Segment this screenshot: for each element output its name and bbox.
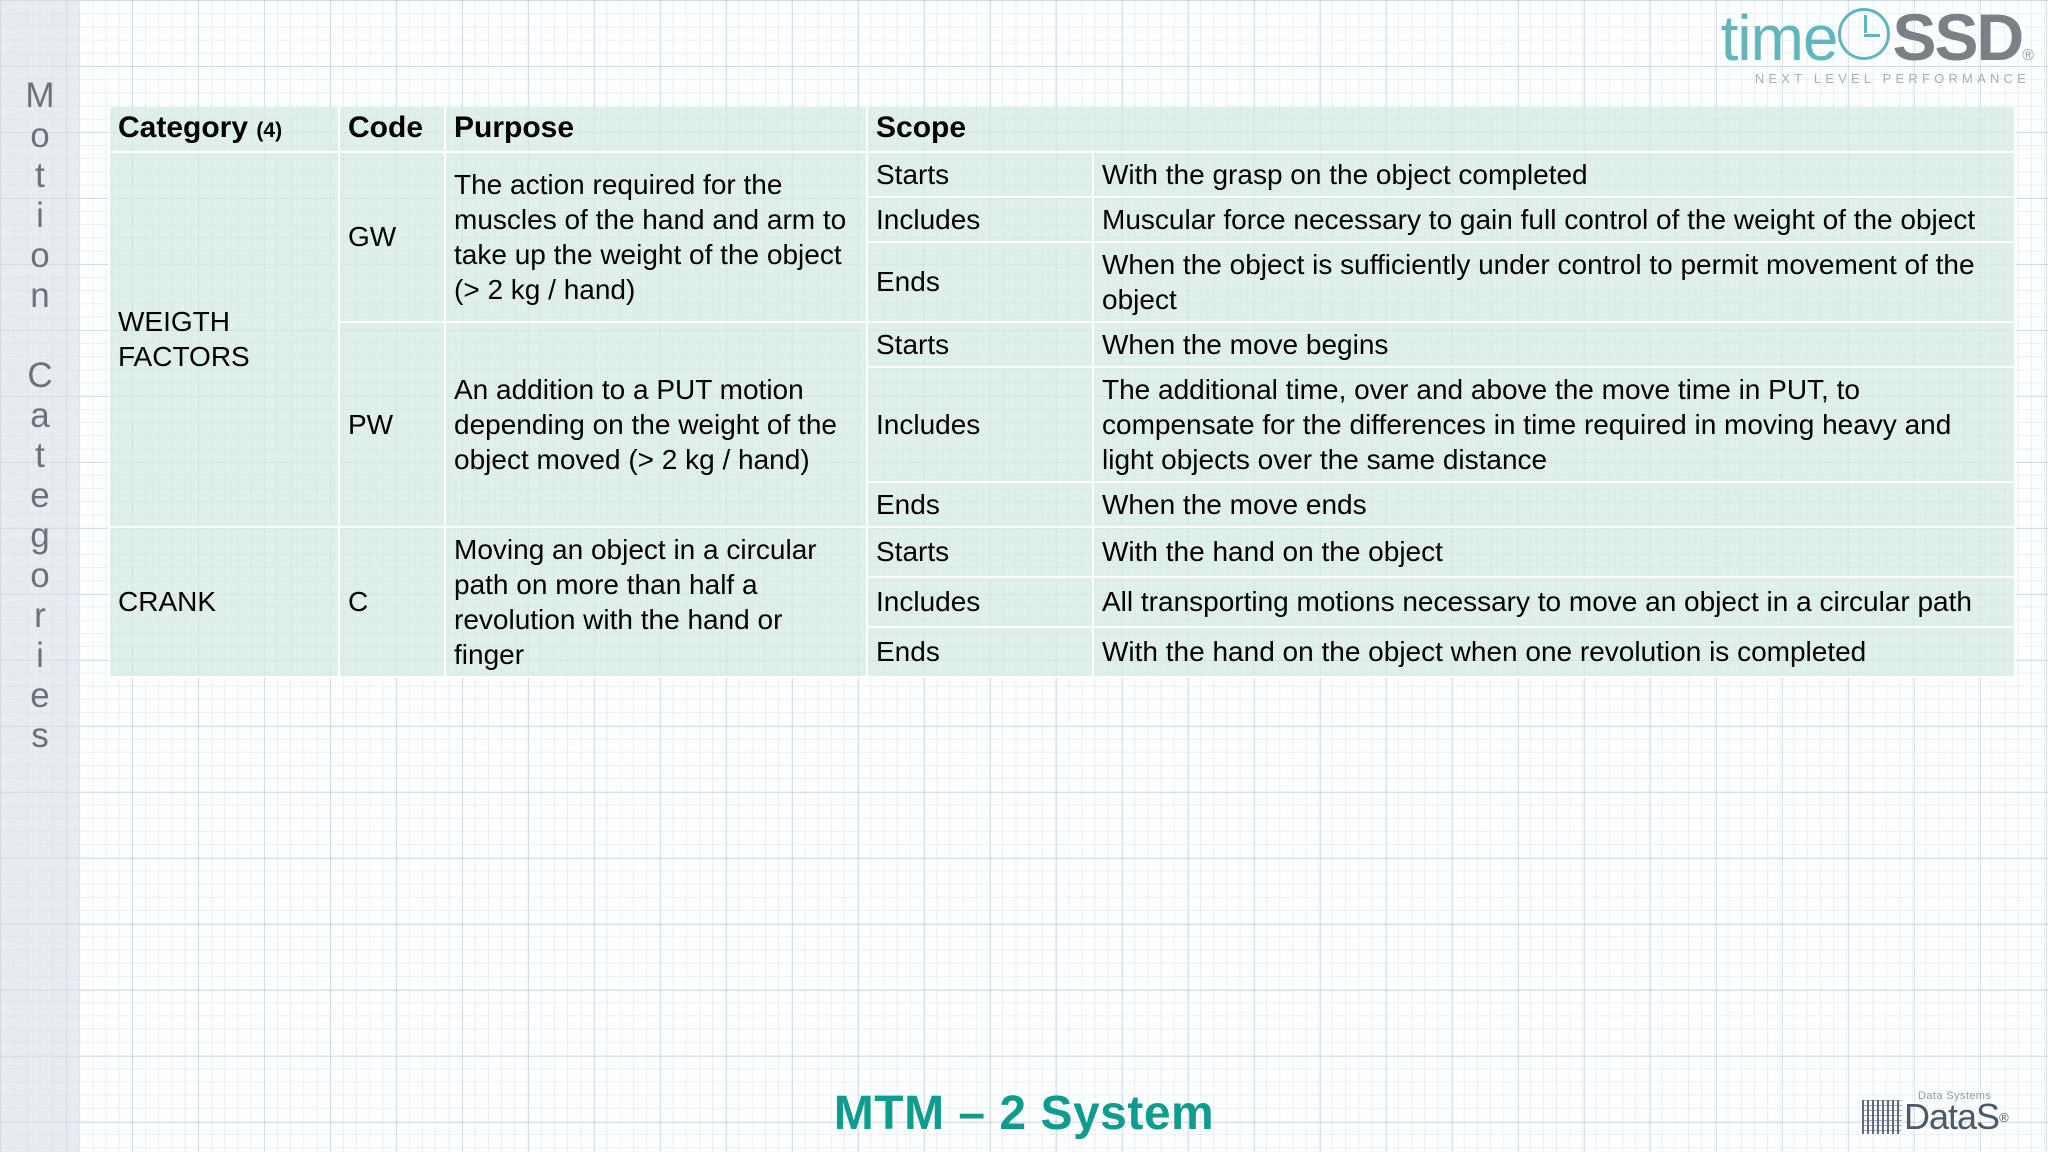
cell-scope-text-ends: With the hand on the object when one rev… [1092,625,2016,678]
cell-code-pw: PW [338,320,446,528]
left-grey-band [0,0,80,1152]
cell-scope-label-ends: Ends [866,625,1094,678]
table-row: Includes All transporting motions necess… [109,575,2016,628]
cell-scope-label-starts: Starts [866,150,1094,198]
header-purpose: Purpose [444,107,868,153]
cell-scope-label-includes: Includes [866,575,1094,628]
cell-scope-label-includes: Includes [866,195,1094,243]
cell-scope-label-starts: Starts [866,525,1094,578]
cell-scope-text-ends: When the object is sufficiently under co… [1092,240,2016,323]
cell-scope-text-starts: With the grasp on the object completed [1092,150,2016,198]
header-scope: Scope [866,107,2016,153]
cell-scope-label-starts: Starts [866,320,1094,368]
header-category-label: Category [118,111,249,144]
table-row: CRANK C Moving an object in a circular p… [108,525,2016,678]
cell-category-weigth-factors: WEIGTH FACTORS [108,150,340,528]
table-row: Includes Muscular force necessary to gai… [109,195,2016,243]
header-category: Category (4) [108,107,340,153]
datas-logo-top-text: Data Systems [1918,1090,1992,1102]
cell-purpose-gw: The action required for the muscles of t… [444,150,868,323]
clock-icon [1838,8,1891,60]
motion-categories-table: Category (4) Code Purpose Scope WEIGTH F… [108,107,2016,678]
datas-logo-word: DataS [1904,1096,2000,1137]
table-row: Ends When the object is sufficiently und… [109,240,2016,323]
datas-registered-mark: ® [1999,1109,2009,1125]
cell-scope-label-includes: Includes [866,365,1094,483]
cell-scope-text-starts: When the move begins [1092,320,2016,368]
cell-scope-text-includes: The additional time, over and above the … [1092,365,2016,483]
grid-bars-icon [1862,1100,1902,1135]
cell-scope-text-ends: When the move ends [1092,480,2016,528]
timessd-tagline: NEXT LEVEL PERFORMANCE [1754,71,2030,86]
header-code: Code [338,107,446,153]
cell-scope-label-ends: Ends [866,480,1094,528]
cell-scope-text-includes: Muscular force necessary to gain full co… [1092,195,2016,243]
header-category-count: (4) [256,119,283,142]
timessd-registered-mark: ® [2022,47,2034,64]
timessd-logo-ssd-text: SSD [1892,0,2024,74]
cell-scope-text-includes: All transporting motions necessary to mo… [1092,575,2016,628]
table-row: Includes The additional time, over and a… [109,365,2016,483]
table-row: WEIGTH FACTORS GW The action required fo… [108,150,2016,528]
cell-scope-text-starts: With the hand on the object [1092,525,2016,578]
cell-code-gw: GW [338,150,446,323]
datas-logo: Data Systems DataS ® [1862,1090,2030,1137]
cell-purpose-c: Moving an object in a circular path on m… [444,525,868,678]
cell-category-crank: CRANK [108,525,340,678]
table-row: PW An addition to a PUT motion depending… [109,320,2016,528]
cell-code-c: C [338,525,446,678]
slide-footer-title: MTM – 2 System [833,1087,1215,1140]
table-row: Ends When the move ends [109,480,2016,528]
motion-categories-vertical-label: M o t i o n C a t e g o r i e s [25,76,55,755]
table-header-row: Category (4) Code Purpose Scope [108,107,2016,153]
timessd-logo-time-text: time [1720,2,1839,74]
timessd-logo: time SSD ® NEXT LEVEL PERFORMANCE [1721,4,2034,85]
table-row: Ends With the hand on the object when on… [109,625,2016,678]
cell-purpose-pw: An addition to a PUT motion depending on… [444,320,868,528]
cell-scope-label-ends: Ends [866,240,1094,323]
